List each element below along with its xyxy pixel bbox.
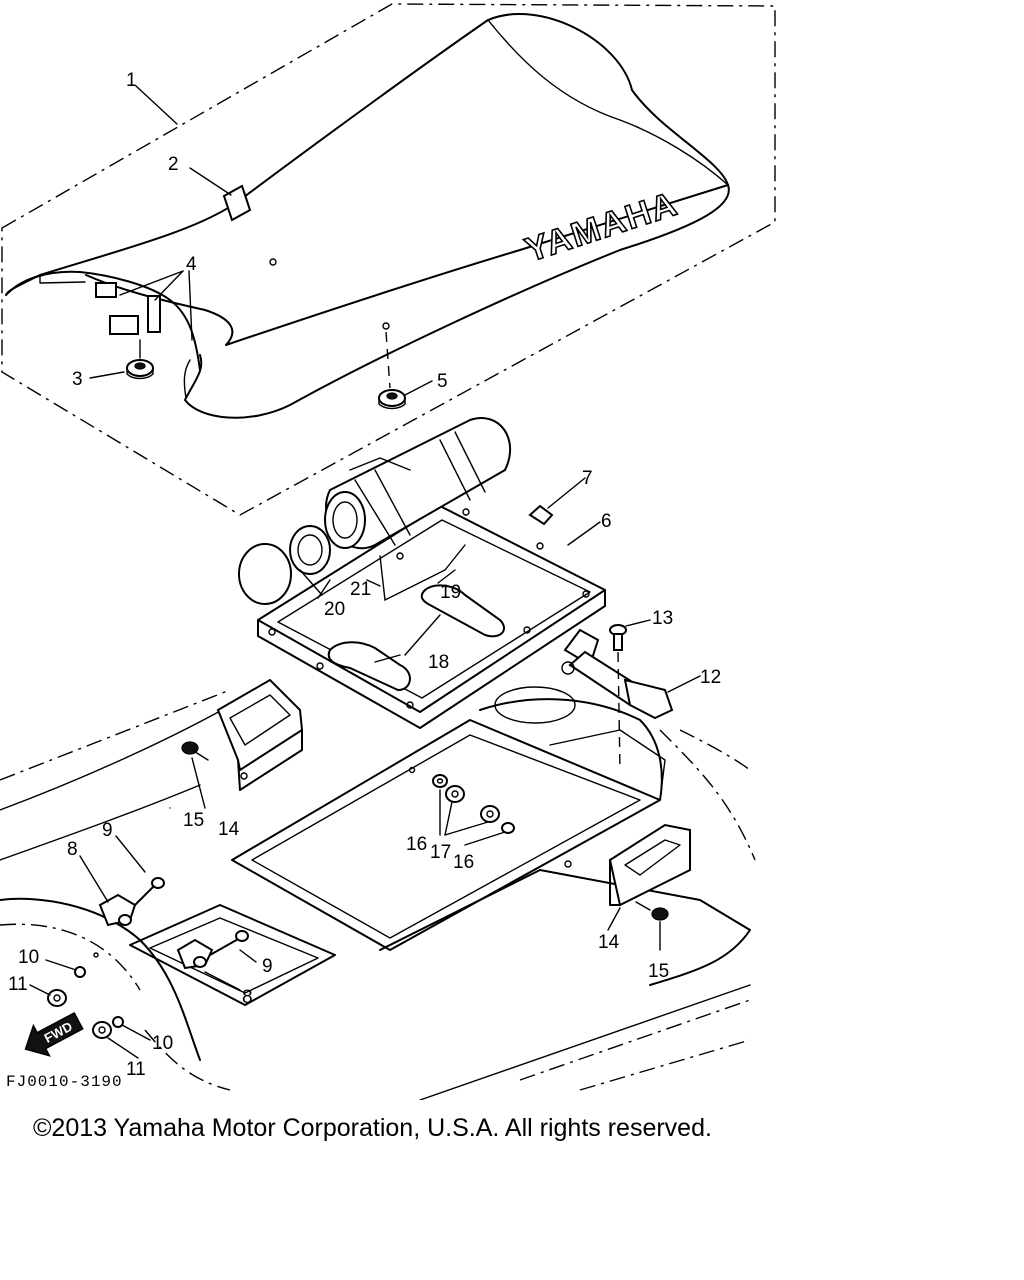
callout-16b: 16 <box>453 852 474 873</box>
storage-container <box>238 417 511 605</box>
callout-1: 1 <box>126 70 137 91</box>
copyright-notice: ©2013 Yamaha Motor Corporation, U.S.A. A… <box>33 1114 712 1142</box>
callout-4: 4 <box>186 254 197 275</box>
callout-14a: 14 <box>218 819 240 840</box>
nut-17 <box>445 785 500 823</box>
washer-16 <box>408 766 515 834</box>
callout-11b: 11 <box>126 1059 146 1080</box>
bracket-8-lower <box>176 930 249 970</box>
callout-14b: 14 <box>598 932 620 953</box>
figure-code: FJ0010-3190 <box>6 1073 123 1091</box>
callouts: 1 2 3 4 5 6 7 8 8 9 9 10 10 11 11 12 13 … <box>8 70 721 1080</box>
callout-9b: 9 <box>262 956 273 977</box>
handle-14-left <box>216 678 304 791</box>
strap-18 <box>327 584 505 692</box>
callout-19: 19 <box>440 582 461 603</box>
callout-5: 5 <box>437 371 448 392</box>
callout-7: 7 <box>582 468 593 489</box>
washer-10 <box>74 952 124 1028</box>
callout-8b: 8 <box>242 987 253 1008</box>
callout-15a: 15 <box>183 810 204 831</box>
callout-13: 13 <box>652 608 673 629</box>
hull-deck <box>0 686 756 1100</box>
clip-7 <box>528 504 554 526</box>
seat-assembly-boundary <box>1 3 776 516</box>
callout-16a: 16 <box>406 834 427 855</box>
callout-10b: 10 <box>152 1033 173 1054</box>
callout-10a: 10 <box>18 947 39 968</box>
callout-2: 2 <box>168 154 179 175</box>
callout-3: 3 <box>72 369 83 390</box>
leader-lines <box>29 85 701 1059</box>
screw-15-right <box>635 901 669 921</box>
bolt-13 <box>609 624 627 771</box>
callout-17: 17 <box>430 842 451 863</box>
callout-21: 21 <box>350 579 371 600</box>
parts-diagram: YAMAHA <box>0 3 776 1100</box>
callout-20: 20 <box>324 599 345 620</box>
bracket-8-upper <box>98 877 165 927</box>
nut-11 <box>47 989 112 1039</box>
callout-9a: 9 <box>102 820 113 841</box>
fwd-decal: FWD <box>24 1011 84 1057</box>
callout-18: 18 <box>428 652 449 673</box>
callout-8a: 8 <box>67 839 78 860</box>
seat: YAMAHA <box>5 13 730 419</box>
callout-11a: 11 <box>8 974 28 995</box>
callout-15b: 15 <box>648 961 669 982</box>
grommet-3 <box>126 339 154 380</box>
handle-14-right <box>564 823 691 907</box>
callout-6: 6 <box>601 511 612 532</box>
screw-15-left <box>181 741 209 761</box>
grommet-5 <box>378 322 406 410</box>
callout-12: 12 <box>700 667 721 688</box>
latch-12 <box>561 628 674 720</box>
